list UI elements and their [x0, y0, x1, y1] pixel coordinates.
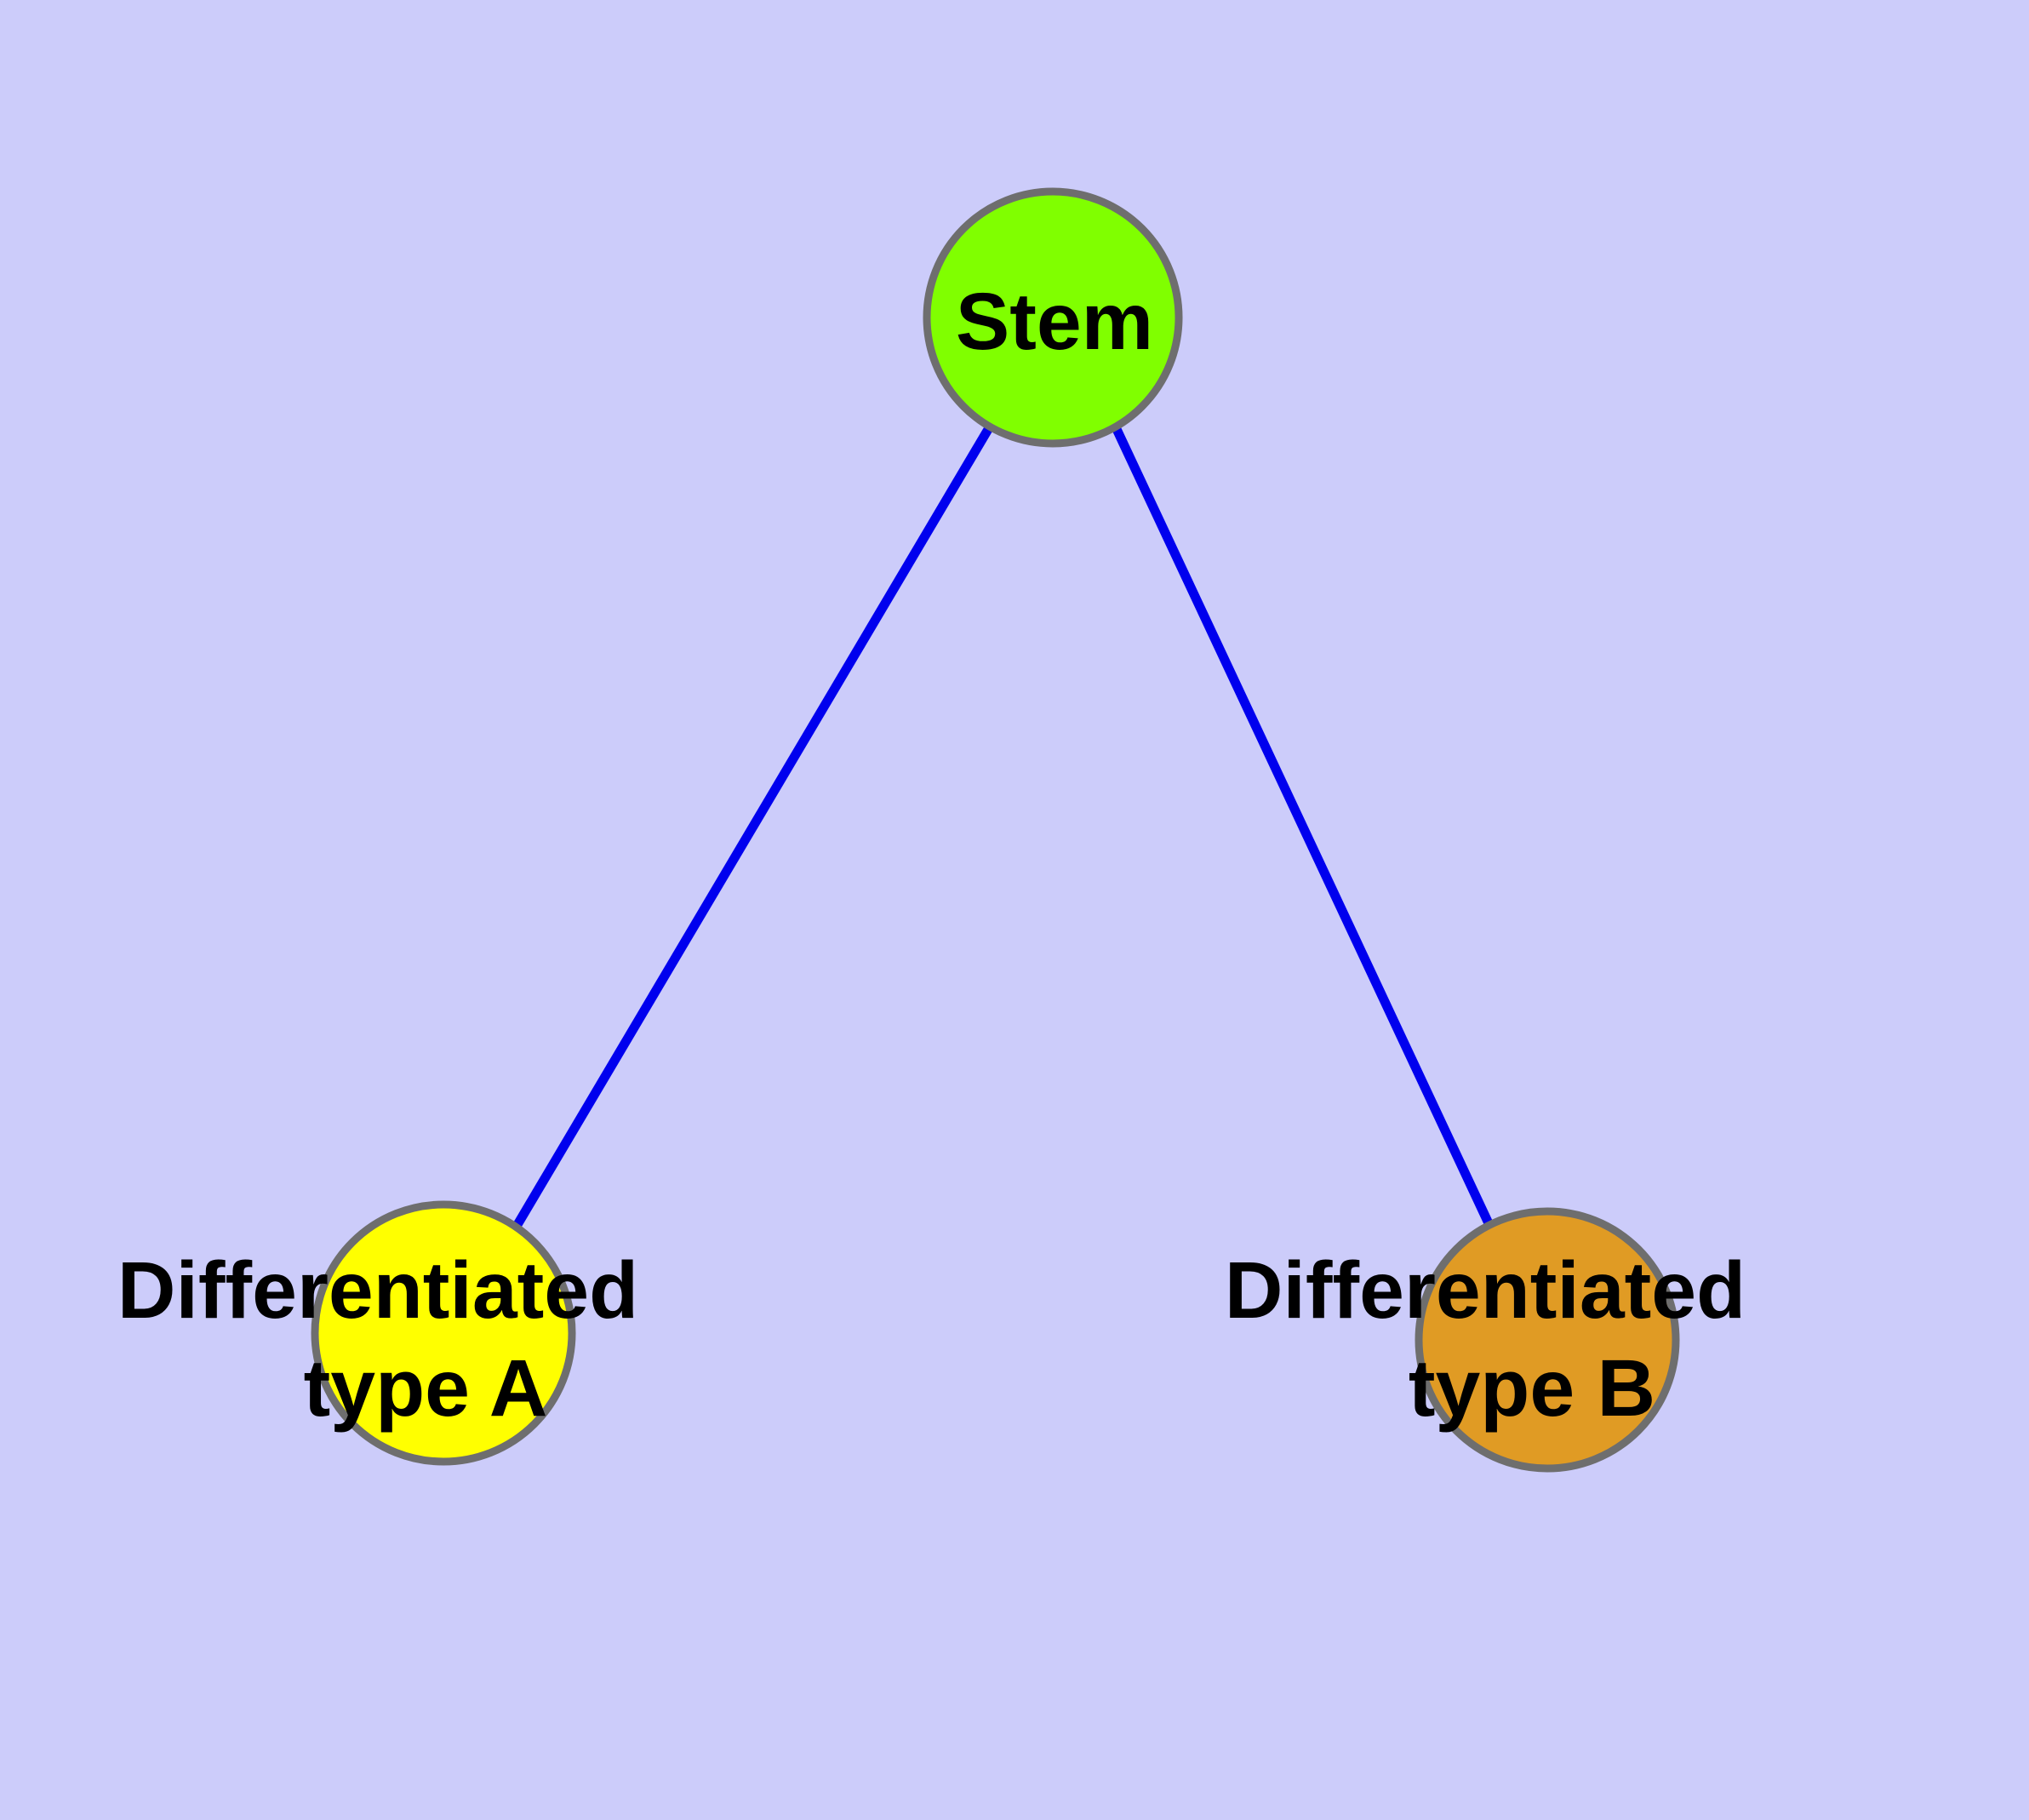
node-differentiated-type-a-label-line2: type A [304, 1343, 548, 1434]
node-stem-circle[interactable] [923, 187, 1183, 448]
node-differentiated-type-b-circle[interactable] [1415, 1207, 1680, 1473]
node-differentiated-type-a-circle[interactable] [311, 1200, 576, 1466]
node-differentiated-type-b[interactable] [1415, 1207, 1680, 1473]
edge-layer [512, 424, 1493, 1230]
node-differentiated-type-b-label-line1: Differentiated [1225, 1245, 1746, 1336]
node-stem[interactable]: Stem [923, 187, 1183, 448]
node-label-layer: Differentiated type A Differentiated typ… [117, 1245, 1746, 1434]
node-layer: Stem [311, 187, 1680, 1473]
node-differentiated-type-b-label-line2: type B [1409, 1343, 1655, 1434]
node-differentiated-type-a[interactable] [311, 1200, 576, 1466]
edge-stem-to-differentiated-type-b[interactable] [1112, 425, 1493, 1226]
edge-stem-to-differentiated-type-a[interactable] [512, 424, 994, 1230]
node-stem-label: Stem [956, 277, 1153, 367]
node-differentiated-type-a-label-line1: Differentiated [117, 1245, 638, 1336]
